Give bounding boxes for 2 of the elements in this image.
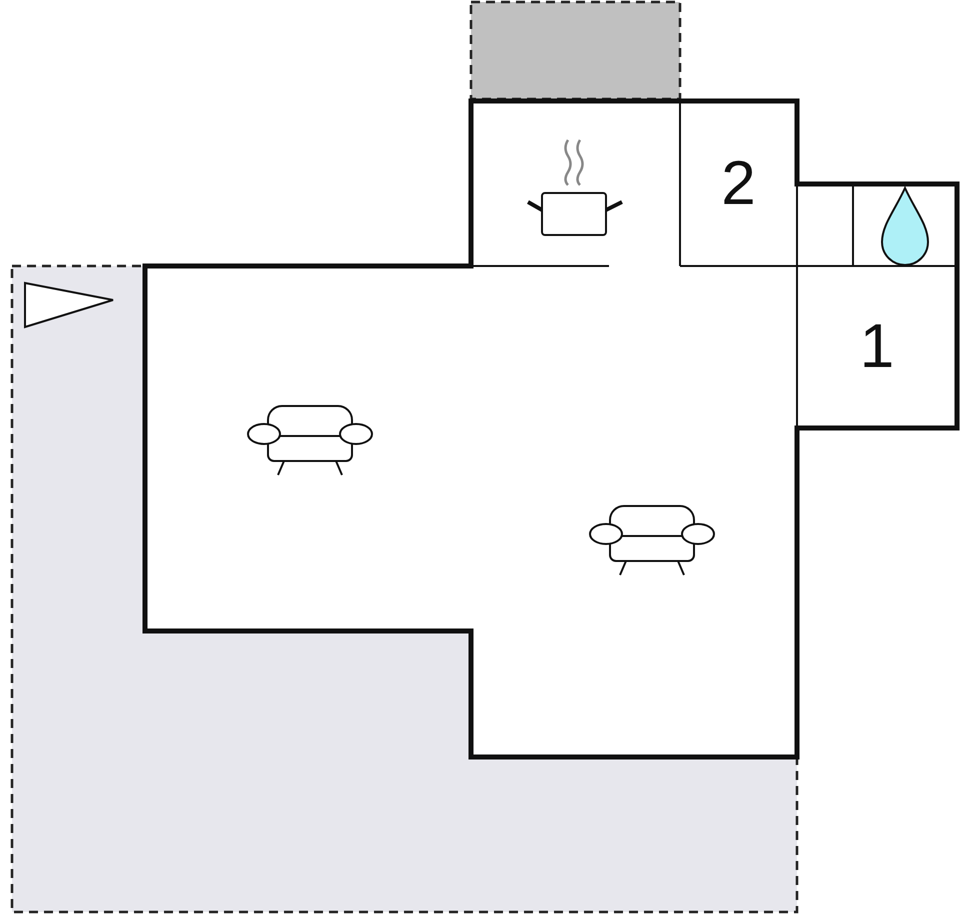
room-number: 1 [860, 316, 894, 378]
room-number: 2 [721, 152, 756, 214]
